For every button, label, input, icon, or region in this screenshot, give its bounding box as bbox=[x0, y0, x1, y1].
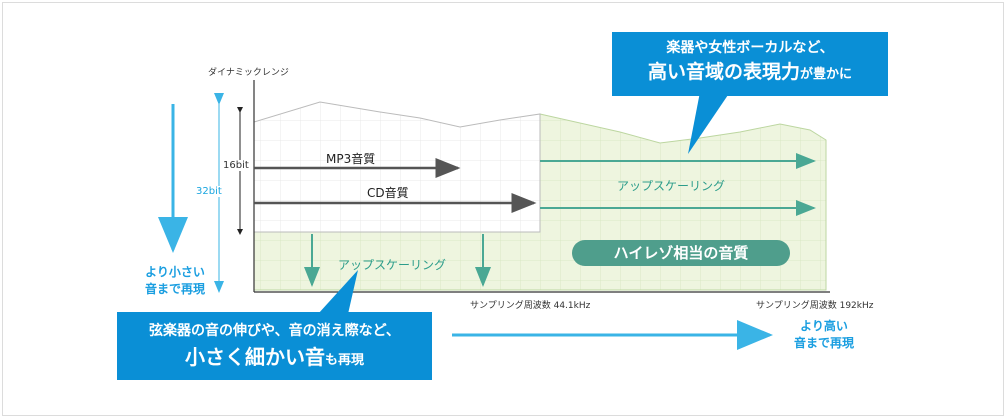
upscaling-label-top: アップスケーリング bbox=[617, 179, 726, 193]
callout-small-sounds-emphasis: 小さく細かい音 bbox=[184, 345, 325, 369]
callout-bottom-pointer bbox=[318, 270, 358, 314]
higher-sound-note-line2: 音まで再現 bbox=[793, 336, 854, 350]
callout-small-sounds-line1: 弦楽器の音の伸びや、音の消え際など、 bbox=[149, 323, 400, 339]
callout-high-range-line2: 高い音域の表現力が豊かに bbox=[612, 58, 888, 89]
smaller-sound-note-line2: 音まで再現 bbox=[144, 282, 205, 296]
cd-label: CD音質 bbox=[367, 186, 409, 200]
bit32-label: 32bit bbox=[196, 186, 222, 197]
callout-small-sounds-suffix: も再現 bbox=[324, 353, 364, 368]
y-axis-title: ダイナミックレンジ bbox=[208, 68, 289, 78]
callout-high-range-suffix: が豊かに bbox=[800, 67, 853, 82]
callout-top-pointer bbox=[688, 92, 730, 154]
upscaling-label-bottom: アップスケーリング bbox=[338, 258, 447, 272]
callout-high-range: 楽器や女性ボーカルなど、 高い音域の表現力が豊かに bbox=[612, 32, 888, 96]
callout-high-range-line1: 楽器や女性ボーカルなど、 bbox=[666, 40, 834, 56]
hires-equivalent-badge: ハイレゾ相当の音質 bbox=[572, 240, 790, 266]
mp3-label: MP3音質 bbox=[326, 152, 376, 166]
freq-cd-label: サンプリング周波数 44.1kHz bbox=[470, 301, 591, 311]
smaller-sound-note-line1: より小さい bbox=[145, 265, 205, 279]
callout-small-sounds-line2: 小さく細かい音も再現 bbox=[117, 342, 432, 376]
higher-sound-note-line1: より高い bbox=[800, 319, 848, 333]
callout-small-sounds: 弦楽器の音の伸びや、音の消え際など、 小さく細かい音も再現 bbox=[117, 312, 432, 380]
bit16-label: 16bit bbox=[223, 160, 249, 171]
freq-hires-label: サンプリング周波数 192kHz bbox=[756, 301, 874, 311]
smaller-sound-note: より小さい 音まで再現 bbox=[140, 264, 210, 298]
callout-high-range-emphasis: 高い音域の表現力 bbox=[647, 61, 800, 83]
higher-sound-note: より高い 音まで再現 bbox=[784, 318, 864, 352]
